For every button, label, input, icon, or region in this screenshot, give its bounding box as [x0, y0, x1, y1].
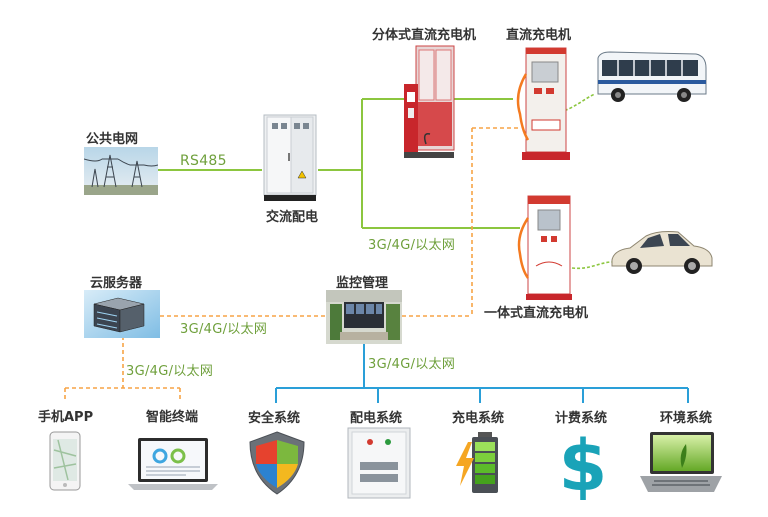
car-cable	[571, 261, 613, 270]
split-charger-image	[402, 44, 456, 162]
monitor-room-image	[326, 290, 402, 344]
laptop-terminal-image	[126, 436, 220, 492]
system-label-environment: 环境系统	[660, 411, 713, 426]
power-lines	[158, 98, 520, 229]
net-label-top: 3G/4G/以太网	[368, 238, 456, 253]
monitor-label: 监控管理	[336, 276, 389, 291]
client-terminal-label: 智能终端	[146, 410, 199, 425]
laptop-environment-image	[638, 430, 724, 496]
bus-cable	[559, 93, 596, 113]
system-label-charging: 充电系统	[452, 411, 505, 426]
system-label-power: 配电系统	[350, 411, 403, 426]
shield-icon	[246, 428, 308, 498]
system-label-billing: 计费系统	[555, 411, 608, 426]
grid-label: 公共电网	[86, 132, 139, 147]
integrated-dc-label: 一体式直流充电机	[484, 306, 589, 321]
net-label-terminal: 3G/4G/以太网	[126, 364, 214, 379]
car-image	[608, 222, 716, 282]
dc-charger-label: 直流充电机	[506, 28, 572, 43]
power-tower-image	[83, 147, 159, 195]
dc-charger-image	[512, 44, 570, 164]
comm-lines	[64, 127, 518, 402]
integrated-charger-image	[514, 192, 574, 302]
ac-dist-label: 交流配电	[266, 210, 319, 225]
cloud-label: 云服务器	[90, 276, 143, 291]
battery-charging-icon	[452, 428, 512, 498]
svg-text:$: $	[559, 426, 608, 500]
cloud-server-image	[84, 290, 160, 338]
power-distribution-box-image	[344, 426, 414, 500]
client-app-label: 手机APP	[38, 410, 94, 425]
split-dc-label: 分体式直流充电机	[372, 28, 477, 43]
system-label-security: 安全系统	[248, 411, 301, 426]
net-label-systems: 3G/4G/以太网	[368, 357, 456, 372]
phone-app-image	[48, 430, 82, 492]
bus-image	[592, 48, 710, 106]
ac-cabinet-image	[262, 113, 320, 203]
dollar-icon: $	[558, 425, 608, 507]
rs485-label: RS485	[180, 153, 227, 169]
net-label-cloud: 3G/4G/以太网	[180, 322, 268, 337]
system-lines	[275, 344, 689, 403]
